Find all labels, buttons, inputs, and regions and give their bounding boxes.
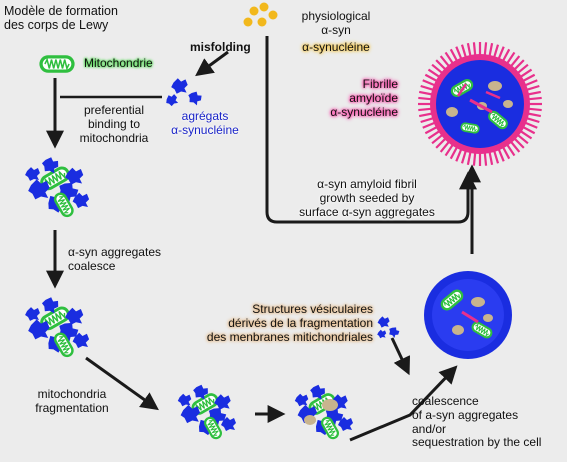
arrow-to-sphere: [349, 365, 458, 442]
fibril-spike: [439, 140, 451, 153]
label-coalesce: α-syn aggregates coalesce: [68, 245, 161, 273]
fibril-spike: [497, 147, 505, 162]
fibril-spike: [472, 42, 477, 57]
cluster-stage3: [178, 383, 236, 442]
fibril-spike: [435, 59, 447, 71]
fibril-spike: [509, 140, 521, 153]
mitochondrion-icon: [38, 54, 76, 74]
fibril-spike: [460, 44, 468, 59]
fibril-spike: [526, 90, 542, 96]
fibril-spike: [427, 68, 441, 79]
alpha-syn-monomers: [243, 2, 278, 27]
fibril-spike: [497, 46, 505, 61]
fibril-spike: [519, 68, 533, 79]
cluster-stage1: [25, 155, 89, 220]
label-coalescence: coalescence of a-syn aggregates and/or s…: [412, 394, 542, 450]
diagram-title: Modèle de formation des corps de Lewy: [4, 4, 118, 33]
fibril-spike: [516, 63, 529, 75]
fibril-spike: [418, 90, 434, 96]
vesicle-aggregates: [377, 316, 401, 339]
fibril-spike: [444, 143, 455, 157]
arrow-misfolding: [195, 50, 229, 77]
cluster-stage4: [295, 383, 353, 442]
fibril-spike: [483, 42, 488, 57]
fibril-spike: [501, 48, 511, 63]
fibril-spike: [418, 112, 434, 118]
label-agregats: agrégats α-synucléine: [171, 109, 239, 137]
fibril-spike: [525, 84, 540, 92]
fibril-spike: [424, 73, 439, 83]
fibril-spike: [455, 147, 463, 162]
label-fibril-growth: α-syn amyloid fibril growth seeded by su…: [299, 177, 435, 219]
fibril-spike: [449, 48, 459, 63]
fibril-spike: [420, 84, 435, 92]
fibril-spike: [492, 149, 500, 164]
label-mitochondrie: Mitochondrie: [84, 56, 153, 70]
fibril-spike: [501, 145, 511, 160]
cluster-stage2: [25, 295, 89, 360]
label-synucleine-yellow: α-synucléine: [302, 40, 370, 54]
fibril-spike: [427, 129, 441, 140]
fibril-spike: [435, 137, 447, 149]
fibril-spike: [488, 42, 494, 58]
fibril-spike: [431, 133, 444, 145]
fibril-spike: [527, 96, 542, 101]
fibril-spike: [519, 129, 533, 140]
label-physiological: physiological α-syn: [301, 9, 371, 37]
fibril-spike: [525, 116, 540, 124]
arrow-vesicle: [390, 337, 411, 376]
fibril-spike: [488, 150, 494, 166]
fibril-spike: [439, 55, 451, 68]
fibril-spike: [444, 51, 455, 65]
fibril-spike: [521, 125, 536, 135]
fibril-spike: [420, 116, 435, 124]
label-misfolding: misfolding: [190, 40, 251, 54]
fibril-spike: [516, 133, 529, 145]
arrow-seed: [265, 36, 477, 224]
fibril-spike: [513, 59, 525, 71]
fibril-spike: [418, 96, 433, 101]
label-structures: Structures vésiculaires dérivés de la fr…: [206, 302, 373, 344]
fibril-spike: [431, 63, 444, 75]
fibril-spike: [424, 125, 439, 135]
coalesced-sphere: [424, 271, 512, 359]
fibril-spike: [523, 79, 538, 87]
fibril-spike: [472, 151, 477, 166]
fibril-spike: [460, 149, 468, 164]
fibril-spike: [513, 137, 525, 149]
fibril-spike: [505, 51, 516, 65]
fibril-spike: [492, 44, 500, 59]
fibril-spike: [418, 107, 433, 112]
fibril-spike: [523, 121, 538, 129]
arrow-frag: [85, 356, 159, 411]
fibril-spike: [483, 151, 488, 166]
fibril-spike: [505, 143, 516, 157]
fibril-spike: [526, 112, 542, 118]
arrows: [46, 36, 481, 442]
label-fibrille: Fibrille amyloïde α-synucléine: [330, 77, 398, 119]
fibril-spike: [527, 107, 542, 112]
fibril-spike: [509, 55, 521, 68]
fibril-spike: [422, 79, 437, 87]
fibril-spike: [521, 73, 536, 83]
lewy-body: [418, 42, 542, 166]
fibril-spike: [422, 121, 437, 129]
small-aggregates: [164, 78, 204, 108]
fibril-spike: [466, 150, 472, 166]
label-mito-frag: mitochondria fragmentation: [35, 387, 109, 415]
fibril-spike: [455, 46, 463, 61]
label-preferential: preferential binding to mitochondria: [79, 103, 149, 145]
fibril-spike: [449, 145, 459, 160]
fibril-spike: [466, 42, 472, 58]
